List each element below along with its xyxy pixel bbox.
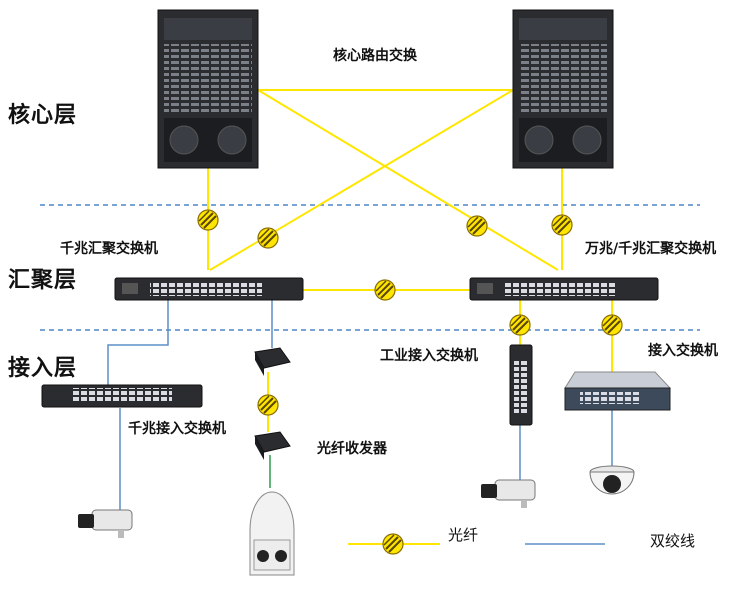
gigabit-access-label: 千兆接入交换机 bbox=[128, 421, 226, 437]
bullet-camera-icon bbox=[481, 479, 536, 508]
gigabit-aggregation-label: 千兆汇聚交换机 bbox=[60, 241, 158, 257]
industrial-access-switch bbox=[509, 344, 533, 426]
fiber-coil-icon bbox=[374, 279, 396, 301]
fiber-transceiver-bottom bbox=[254, 431, 291, 460]
ten-gigabit-aggregation-switch bbox=[469, 277, 659, 301]
access-switch bbox=[564, 371, 672, 411]
dome-camera-icon bbox=[589, 465, 635, 495]
gigabit-aggregation-switch bbox=[114, 277, 304, 301]
core-router-right bbox=[512, 9, 614, 169]
fiber-coil-icon bbox=[551, 214, 573, 236]
fiber-coil-icon bbox=[466, 215, 488, 237]
fiber-coil-icon bbox=[601, 314, 623, 336]
fiber-coil-icon bbox=[257, 227, 279, 249]
fiber-coil-icon bbox=[509, 314, 531, 336]
core-router-left bbox=[157, 9, 259, 169]
layer-label-aggregation: 汇聚层 bbox=[8, 268, 78, 293]
legend-fiber-label: 光纤 bbox=[448, 526, 479, 544]
gigabit-access-switch bbox=[41, 384, 203, 408]
ten-gigabit-aggregation-label: 万兆/千兆汇聚交换机 bbox=[585, 241, 717, 257]
legend-twisted-pair-label: 双绞线 bbox=[650, 532, 696, 550]
layer-label-access: 接入层 bbox=[8, 356, 78, 381]
industrial-access-label: 工业接入交换机 bbox=[380, 348, 478, 364]
layer-label-core: 核心层 bbox=[8, 103, 78, 128]
ptz-camera-icon bbox=[249, 491, 295, 576]
bullet-camera-icon bbox=[78, 509, 133, 538]
fiber-coil-icon bbox=[382, 533, 404, 555]
fiber-transceiver-label: 光纤收发器 bbox=[317, 441, 387, 457]
access-switch-label: 接入交换机 bbox=[648, 343, 718, 359]
fiber-transceiver-top bbox=[254, 347, 291, 376]
core-router-label: 核心路由交换 bbox=[333, 48, 417, 64]
fiber-coil-icon bbox=[197, 209, 219, 231]
twisted-pair-links bbox=[107, 300, 613, 545]
fiber-coil-icon bbox=[257, 394, 279, 416]
